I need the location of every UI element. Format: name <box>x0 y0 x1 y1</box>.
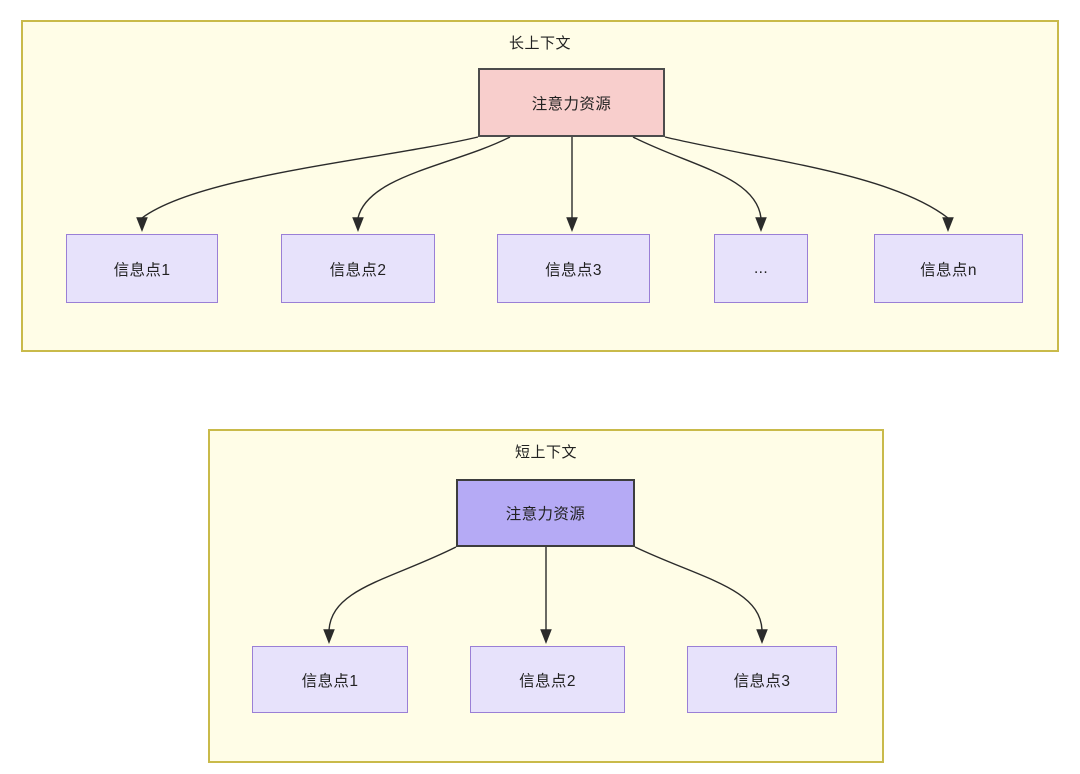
node-info-point-1-long[interactable]: 信息点1 <box>66 234 218 303</box>
node-info-point-2-long[interactable]: 信息点2 <box>281 234 435 303</box>
node-label: 注意力资源 <box>505 506 586 523</box>
node-info-point-n-long[interactable]: 信息点n <box>874 234 1023 303</box>
node-info-point-3-short[interactable]: 信息点3 <box>687 646 837 713</box>
node-info-point-3-long[interactable]: 信息点3 <box>497 234 650 303</box>
node-label: 信息点3 <box>545 261 602 279</box>
node-attention-resource-long[interactable]: 注意力资源 <box>478 68 665 137</box>
node-info-point-2-short[interactable]: 信息点2 <box>470 646 625 713</box>
node-info-point-ellipsis-long[interactable]: ... <box>714 234 808 303</box>
panel-long-context-title: 长上下文 <box>508 35 571 52</box>
node-attention-resource-short[interactable]: 注意力资源 <box>456 479 635 547</box>
node-label: 信息点2 <box>519 672 576 690</box>
node-label: 信息点3 <box>733 672 791 690</box>
node-label: 注意力资源 <box>531 95 612 113</box>
node-label: 信息点n <box>920 261 977 279</box>
node-label: ... <box>753 259 769 277</box>
node-label: 信息点1 <box>113 261 171 279</box>
node-label: 信息点1 <box>301 672 359 690</box>
panel-short-context-title: 短上下文 <box>514 444 577 461</box>
node-info-point-1-short[interactable]: 信息点1 <box>252 646 408 713</box>
node-label: 信息点2 <box>329 261 387 279</box>
